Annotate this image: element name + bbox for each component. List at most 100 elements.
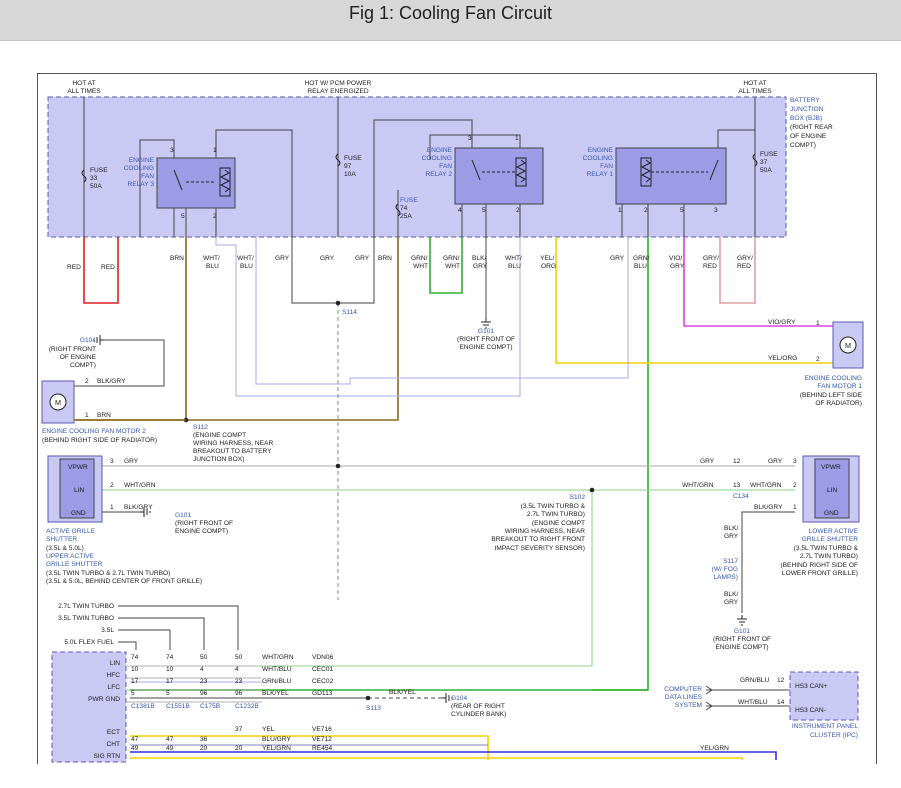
wire-label: GRN/: [633, 255, 650, 262]
g101-location: ENGINE COMPT): [459, 344, 512, 351]
instrument-panel-cluster: [789, 671, 859, 721]
relay3-label: ENGINE: [129, 157, 155, 164]
fuse33-number: 33: [90, 175, 98, 182]
s102-location: 2.7L TWIN TURBO): [527, 511, 585, 518]
wire-label: WHT: [413, 263, 428, 270]
s117-label: S117: [723, 558, 738, 565]
pcm-cell: 37: [235, 726, 243, 733]
relay2-label: ENGINE: [427, 147, 453, 154]
pcm-cell: 4: [235, 666, 239, 673]
pcm-pin-label: HFC: [106, 672, 120, 679]
ground-icon: [93, 335, 104, 345]
g101-location: (RIGHT FRONT OF: [713, 636, 771, 643]
shutter-pin-label: LIN: [827, 487, 837, 494]
motor-icon: [49, 393, 67, 411]
wire-label: GRN/: [411, 255, 428, 262]
relay-1: [615, 147, 727, 205]
motor1-pin: 2: [816, 356, 820, 363]
pcm-cell: CEC02: [312, 678, 334, 685]
engine-variant: 5.0L FLEX FUEL: [64, 639, 114, 646]
wire-label: GRY: [473, 263, 488, 270]
hot-label: ALL TIMES: [738, 88, 772, 95]
wire-label: BLU: [634, 263, 647, 270]
lower-shutter-wire: GRY: [700, 458, 715, 465]
motor1-location: (BEHIND LEFT SIDE: [800, 392, 863, 399]
relay3-label: FAN: [141, 173, 154, 180]
upper-shutter-label: UPPER ACTIVE: [46, 553, 95, 560]
motor1-location: OF RADIATOR): [815, 400, 862, 407]
pcm-cell: GD113: [312, 690, 333, 697]
g101-location: (RIGHT FRONT: [49, 346, 96, 353]
lower-shutter-wire: GRY: [768, 458, 783, 465]
shutter-pin-label: VPWR: [68, 464, 88, 471]
wire-label: RED: [101, 264, 115, 271]
pcm-cell: 20: [200, 745, 208, 752]
s102-location: IMPACT SEVERITY SENSOR): [495, 545, 586, 552]
wire-label: BLU: [240, 263, 253, 270]
relay3-label: COOLING: [124, 165, 154, 172]
upper-shutter-label: SHUTTER: [46, 536, 77, 543]
wire-label: RED: [703, 263, 717, 270]
wire-label: YEL/GRN: [700, 745, 729, 752]
pcm-cell: 50: [235, 654, 243, 661]
bjb-location: (RIGHT REAR: [790, 124, 833, 131]
wire-grn-wht: [429, 237, 463, 294]
wire-label: GRY/: [703, 255, 719, 262]
wire-label: ORG: [541, 263, 556, 270]
pcm-cell: VDN06: [312, 654, 334, 661]
wire-label: BRN: [378, 255, 392, 262]
lower-shutter-label: LOWER ACTIVE: [809, 528, 859, 535]
relay1-label: COOLING: [583, 155, 613, 162]
wire-label: GRY: [610, 255, 625, 262]
wire-label: BRN: [170, 255, 184, 262]
pcm-pin-label: CHT: [106, 741, 120, 748]
pcm-pin-label: LFC: [108, 684, 121, 691]
lower-shutter-pin: 1: [793, 504, 797, 511]
motor2-wire: BLK/GRY: [97, 378, 126, 385]
motor-glyph: M: [55, 398, 61, 407]
wire-label: VIO/: [669, 255, 682, 262]
pcm-cell: BLU/GRY: [262, 736, 291, 743]
lower-shutter-label: (BEHIND RIGHT SIDE OF: [780, 562, 858, 569]
wire-label: RED: [737, 263, 751, 270]
wire-yel-grn-blue: [130, 751, 777, 760]
relay-2: [454, 147, 544, 205]
fuse33-rating: 50A: [90, 183, 102, 190]
s113-label: S113: [366, 705, 381, 712]
wire-label: BLU: [508, 263, 521, 270]
fuse33-label: FUSE: [90, 167, 108, 174]
g101-location: ENGINE COMPT): [715, 644, 768, 651]
ground-icon: [737, 615, 747, 626]
pcm-cell: 4: [200, 666, 204, 673]
bjb-label: JUNCTION: [790, 106, 824, 113]
s114-label: S114: [342, 309, 357, 316]
upper-shutter-pin: 2: [110, 482, 114, 489]
relay1-pin: 1: [618, 207, 622, 214]
upper-shutter-pin: 1: [110, 504, 114, 511]
computer-data-lines-label: SYSTEM: [675, 702, 702, 709]
fuse-37-symbol: [752, 153, 758, 167]
relay-3: [156, 157, 236, 209]
pcm-cell: 20: [235, 745, 243, 752]
fuse97-number: 97: [344, 163, 352, 170]
fuse-97-symbol: [335, 153, 341, 167]
g104-label: G104: [451, 695, 467, 702]
pcm-cell: RE454: [312, 745, 332, 752]
pcm-cell: WHT/BLU: [262, 666, 292, 673]
pcm-cell: 17: [131, 678, 139, 685]
wire-label: GRN/: [443, 255, 460, 262]
pcm-connector-rows: 74 74 50 50 WHT/GRN VDN06 10 10 4 4 WHT/…: [131, 654, 334, 697]
fuse74-number: 74: [400, 205, 408, 212]
lower-shutter-wire: GRY: [724, 533, 739, 540]
pcm-cell: 47: [131, 736, 139, 743]
lower-shutter-wire: GRY: [724, 599, 739, 606]
pcm-module: [51, 651, 127, 763]
gd113-wire: BLK/YEL: [389, 689, 416, 696]
upper-shutter-label: (3.5L & 5.0L): [46, 545, 84, 552]
pcm-cell: 23: [235, 678, 243, 685]
ipc-pin-label: HS3 CAN-: [795, 707, 826, 714]
pcm-connector: C1381B: [131, 703, 155, 710]
g101-label: G101: [734, 628, 750, 635]
lower-shutter-label: 2.7L TWIN TURBO): [800, 553, 858, 560]
